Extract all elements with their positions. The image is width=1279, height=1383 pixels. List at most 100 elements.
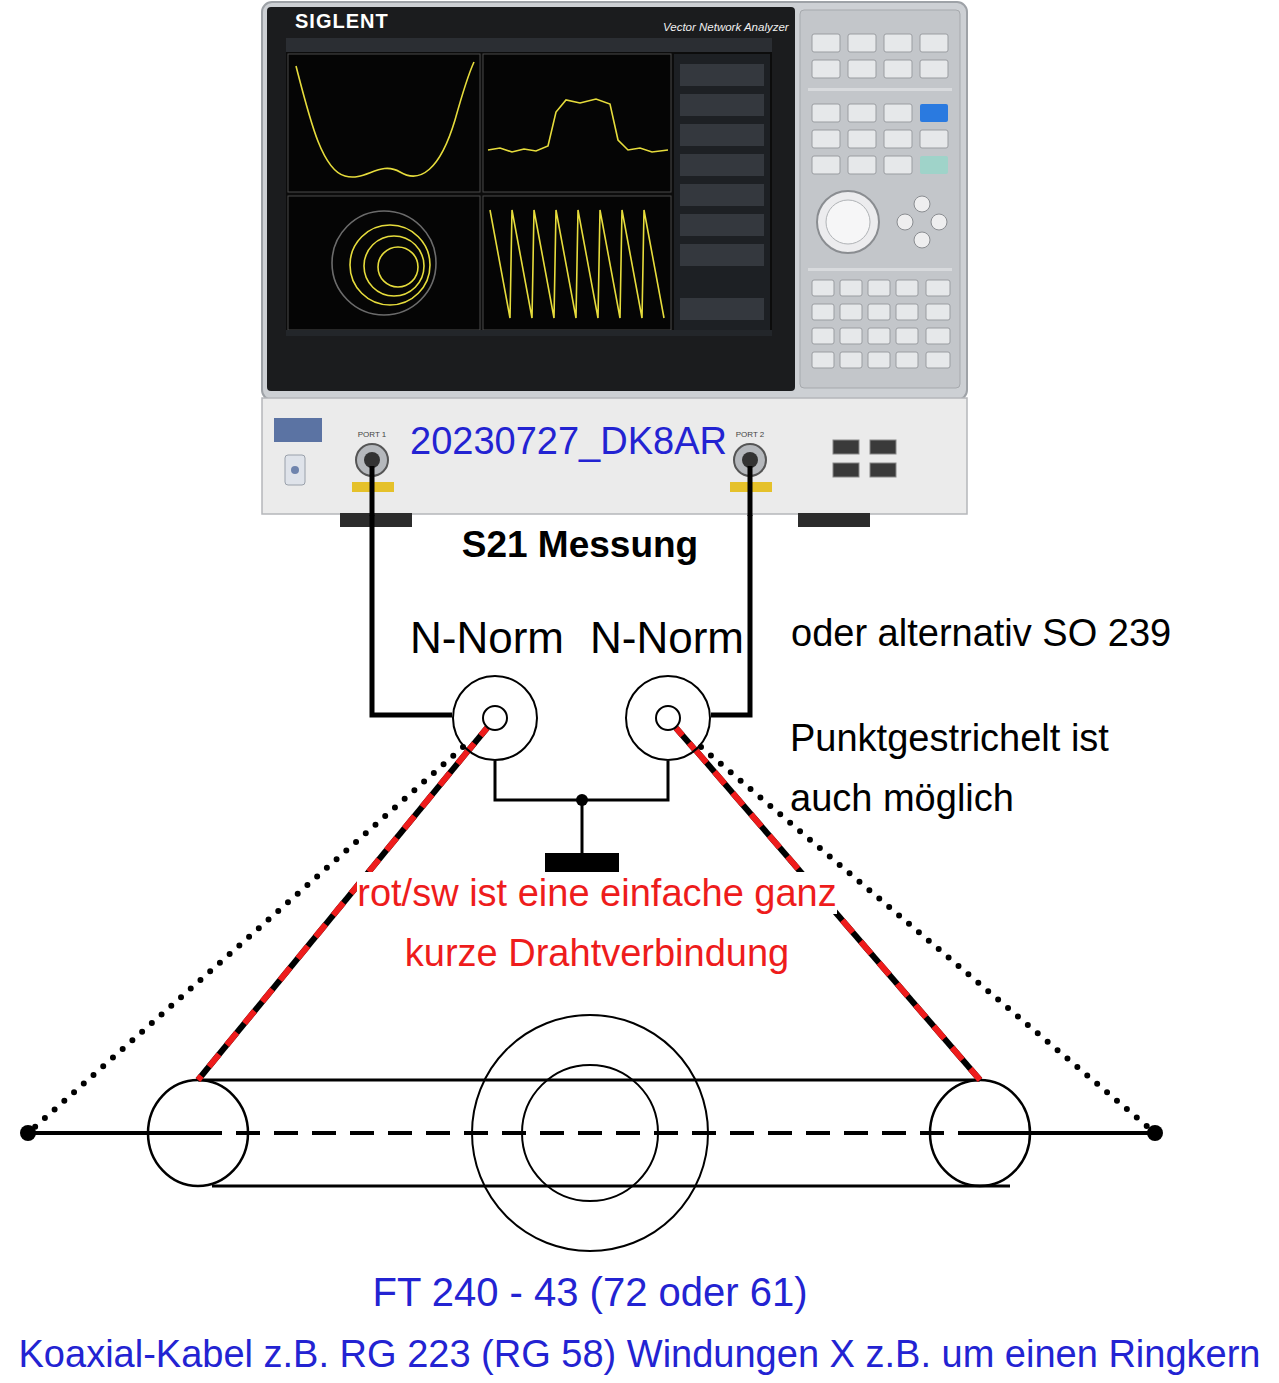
coax-cable xyxy=(198,1131,980,1135)
key-panel xyxy=(840,328,862,344)
key-panel xyxy=(926,280,950,296)
ground-wire xyxy=(581,800,584,855)
front-panel xyxy=(262,398,967,514)
wire-red xyxy=(198,751,468,1080)
brand-logo: SIGLENT xyxy=(295,10,389,32)
key-panel xyxy=(817,191,879,253)
key-panel xyxy=(884,156,912,174)
key-panel xyxy=(926,304,950,320)
key-panel xyxy=(920,60,948,78)
wire-black xyxy=(198,751,468,1080)
analyzer-screen xyxy=(288,54,480,192)
key-panel xyxy=(884,60,912,78)
analyzer-screen xyxy=(483,196,671,330)
key-panel xyxy=(812,280,834,296)
n-connector: N-Norm xyxy=(625,675,711,761)
pin-wire xyxy=(468,728,696,751)
key-panel xyxy=(808,88,952,91)
test-cable xyxy=(748,466,753,516)
analyzer-screen xyxy=(680,244,764,266)
key-panel xyxy=(926,328,950,344)
screen-trace xyxy=(350,225,430,305)
key-panel xyxy=(812,352,834,368)
coax-cable xyxy=(198,1079,980,1082)
port-connector xyxy=(364,452,380,468)
brand-logo-box: SIGLENT xyxy=(295,9,389,35)
key-panel xyxy=(884,104,912,122)
screen-trace xyxy=(378,247,418,287)
toroid-core xyxy=(472,1015,708,1251)
front-panel xyxy=(274,418,322,442)
analyzer-screen xyxy=(286,330,772,336)
key-panel xyxy=(812,60,840,78)
center-pin xyxy=(655,705,681,731)
key-panel xyxy=(914,196,930,212)
screen-trace xyxy=(488,99,668,152)
analyzer-screen xyxy=(680,298,764,320)
analyzer-screen xyxy=(674,54,770,330)
measurement-title: S21 Messung xyxy=(462,524,698,565)
terminal-dot xyxy=(1147,1125,1163,1141)
ground-symbol xyxy=(545,853,619,873)
front-panel xyxy=(340,513,412,527)
analyzer-screen xyxy=(286,38,772,336)
key-panel xyxy=(914,232,930,248)
port-label: PORT 2 xyxy=(736,430,765,439)
dotted-wire xyxy=(28,747,463,1133)
screen-trace xyxy=(332,211,436,315)
port-label-box: PORT 1 xyxy=(358,427,387,440)
toroid-core xyxy=(472,1015,708,1251)
analyzer-screen xyxy=(680,124,764,146)
toroid-core xyxy=(522,1065,658,1201)
connector-label-box: N-Norm xyxy=(590,611,744,674)
analyzer-screen xyxy=(680,214,764,236)
key-panel xyxy=(848,34,876,52)
terminal-dot xyxy=(20,1125,36,1141)
port-label: PORT 1 xyxy=(358,430,387,439)
device-title-box: Vector Network Analyzer xyxy=(663,19,789,34)
key-panel xyxy=(812,34,950,368)
front-panel xyxy=(798,513,870,527)
key-panel xyxy=(840,304,862,320)
key-panel xyxy=(920,104,948,122)
key-panel xyxy=(808,268,952,271)
key-panel xyxy=(884,130,912,148)
port-label-box: PORT 2 xyxy=(736,427,765,440)
analyzer-screen xyxy=(680,154,764,176)
key-panel xyxy=(920,156,948,174)
key-panel xyxy=(926,352,950,368)
date-callsign: 20230727_DK8AR xyxy=(410,420,727,462)
key-panel xyxy=(896,280,918,296)
key-panel xyxy=(812,156,840,174)
key-panel xyxy=(812,304,834,320)
date-callsign-box: 20230727_DK8AR xyxy=(410,418,727,472)
key-panel xyxy=(840,352,862,368)
front-panel xyxy=(870,440,896,454)
key-panel xyxy=(868,352,890,368)
wire-note: rot/sw ist eine einfache ganz kurze Drah… xyxy=(357,872,837,974)
front-panel xyxy=(870,463,896,477)
analyzer-screen xyxy=(680,64,764,86)
port-connector xyxy=(742,452,758,468)
analyzer-screen xyxy=(288,196,480,330)
analyzer-screen xyxy=(680,184,764,206)
key-panel xyxy=(868,328,890,344)
connector-label: N-Norm xyxy=(410,613,564,662)
analyzer-body xyxy=(267,7,795,391)
key-panel xyxy=(920,130,948,148)
key-panel xyxy=(848,104,876,122)
core-label: FT 240 - 43 (72 oder 61) xyxy=(372,1270,807,1314)
pin-wire xyxy=(468,728,487,751)
analyzer-body xyxy=(262,2,967,400)
coax-cable xyxy=(28,1080,1155,1186)
core-label-box: FT 240 - 43 (72 oder 61) xyxy=(372,1268,807,1325)
key-panel xyxy=(840,280,862,296)
screen-trace xyxy=(490,210,664,318)
key-panel xyxy=(848,130,876,148)
key-panel xyxy=(897,214,913,230)
device-title: Vector Network Analyzer xyxy=(663,21,789,33)
test-cable xyxy=(372,466,750,516)
note-text: Punktgestrichelt ist auch möglich xyxy=(790,717,1109,819)
